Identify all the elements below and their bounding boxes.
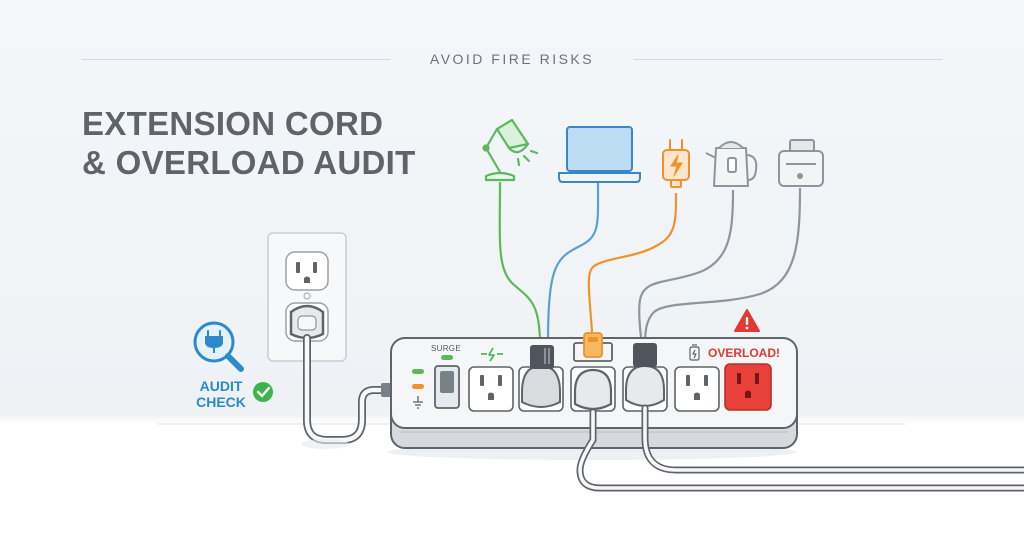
- appliance-plug: [625, 343, 665, 407]
- toaster-icon: [778, 139, 824, 187]
- laptop-cord: [546, 182, 600, 346]
- electric-kettle-icon: [705, 141, 758, 187]
- check-circle-icon: [253, 382, 273, 402]
- overloaded-outlet[interactable]: [724, 363, 772, 411]
- surge-switch[interactable]: [440, 371, 454, 393]
- lamp-plug: [521, 345, 561, 408]
- battery-bolt-icon: [689, 344, 700, 361]
- wall-outlet: [267, 232, 347, 362]
- ground-icon: [413, 396, 423, 409]
- title-line-1: EXTENSION CORD: [82, 105, 384, 142]
- surge-indicator: [441, 355, 453, 360]
- page-title: EXTENSION CORD & OVERLOAD AUDIT: [82, 104, 416, 182]
- magnifier-plug-icon: [193, 321, 244, 372]
- kettle-cord: [638, 189, 735, 346]
- power-indicator-green: [412, 369, 424, 374]
- audit-label-line-1: AUDIT: [199, 378, 243, 394]
- charger-plug-cord: [578, 410, 1024, 490]
- desk-lamp-icon: [482, 118, 539, 182]
- power-bolt-icon: [481, 347, 503, 362]
- power-indicator-orange: [412, 384, 424, 389]
- eyebrow-text: AVOID FIRE RISKS: [429, 51, 595, 67]
- audit-label-line-2: CHECK: [196, 394, 246, 410]
- overload-label: OVERLOAD!: [708, 346, 780, 360]
- strip-outlet-5[interactable]: [674, 366, 720, 412]
- phone-charger-icon: [662, 139, 690, 188]
- eyebrow-rule-left: [82, 59, 390, 60]
- strip-outlet-1[interactable]: [468, 366, 514, 412]
- toaster-cord: [643, 187, 802, 346]
- surge-label: SURGE: [431, 344, 461, 353]
- strip-cord-plug: [381, 383, 391, 397]
- title-line-2: & OVERLOAD AUDIT: [82, 144, 416, 181]
- charger-plug: [573, 332, 613, 411]
- wall-power-cord: [304, 335, 391, 443]
- charger-cord: [587, 192, 678, 333]
- audit-check-label: AUDIT CHECK: [188, 378, 254, 410]
- appliance-plug-cord: [643, 406, 1024, 472]
- eyebrow-rule-right: [634, 59, 942, 60]
- laptop-icon: [558, 126, 641, 183]
- lamp-cord: [498, 181, 542, 346]
- warning-triangle-icon: [734, 309, 760, 332]
